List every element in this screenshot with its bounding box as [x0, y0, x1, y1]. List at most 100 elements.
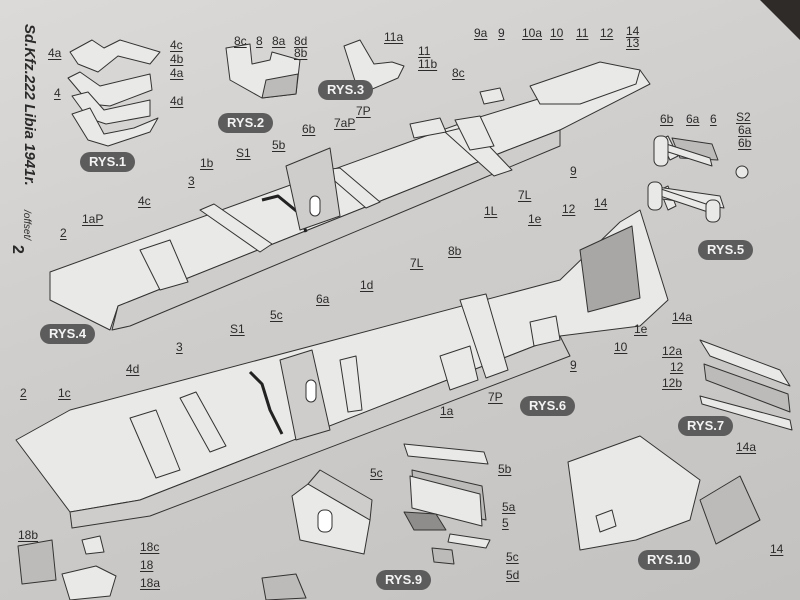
part-label: 14 [626, 24, 640, 38]
part-label: 3 [176, 340, 183, 354]
part-label: 10a [522, 26, 543, 40]
part-label: 4d [170, 94, 184, 108]
part-label: 18c [140, 540, 160, 554]
part-label: 4c [138, 194, 151, 208]
part-label: 9 [498, 26, 505, 40]
part-label: 5c [270, 308, 283, 322]
publisher-note: /offset/ [21, 210, 32, 241]
part-label: 11b [418, 57, 438, 71]
part-label: 7L [410, 256, 424, 270]
part-label: 14a [672, 310, 693, 324]
part-18b [17, 539, 57, 585]
figure-badge-rys9: RYS.9 [376, 570, 432, 590]
part-label: 5d [506, 568, 520, 582]
figure-badge-rys7: RYS.7 [678, 416, 734, 436]
part-rys10 [567, 435, 701, 551]
part-label: S2 [736, 110, 751, 124]
part-label: 13 [626, 36, 640, 50]
part-label: 18a [140, 576, 161, 590]
part-label: 2 [60, 226, 67, 240]
sheet-title-block: Sd.Kfz.222 Libia 1941r. /offset/ [2, 24, 46, 280]
part-label: 3 [188, 174, 195, 188]
figure-badge-rys2: RYS.2 [218, 113, 274, 133]
part-label: 12b [662, 376, 683, 390]
bracket-4d [71, 107, 159, 147]
part-label: 1a [440, 404, 454, 418]
part-label: 9 [570, 358, 577, 372]
part-label: 5b [498, 462, 512, 476]
part-label: 9a [474, 26, 488, 40]
leaf-spring-lower [248, 370, 284, 435]
part-label: 6b [738, 136, 752, 150]
part-label: 10 [550, 26, 564, 40]
part-label: 6b [302, 122, 316, 136]
part-label: 14 [594, 196, 608, 210]
part-label: 8c [234, 34, 247, 48]
bracket-4a [69, 39, 161, 73]
part-label: 5c [506, 550, 519, 564]
part-label: 8b [294, 46, 308, 60]
figure-badge-rys1: RYS.1 [80, 152, 136, 172]
part-label: 4a [48, 46, 62, 60]
part-label: 8c [452, 66, 465, 80]
part-label: 5a [502, 500, 516, 514]
part-label: 6a [686, 112, 700, 126]
sheet-title: Sd.Kfz.222 Libia 1941r. [21, 24, 38, 186]
part-label: 4 [54, 86, 61, 100]
part-label: 5c [370, 466, 383, 480]
part-label: 5 [502, 516, 509, 530]
part-label: S1 [230, 322, 245, 336]
part-label: 2 [20, 386, 27, 400]
part-label: 18 [140, 558, 154, 572]
part-label: 6a [316, 292, 330, 306]
part-label: 7L [518, 188, 532, 202]
part-label: 1aP [82, 212, 104, 226]
part-label: 12a [662, 344, 683, 358]
part-label: 1L [484, 204, 498, 218]
part-label: 1b [200, 156, 214, 170]
part-label: 1e [528, 212, 542, 226]
crossmember-upper [199, 203, 273, 253]
part-label: 6b [660, 112, 674, 126]
part-label: 8a [272, 34, 286, 48]
part-label: S1 [236, 146, 251, 160]
part-label: 6 [710, 112, 717, 126]
part-label: 7aP [334, 116, 356, 130]
part-label: 14a [736, 440, 757, 454]
part-label: 4a [170, 66, 184, 80]
part-label: 4c [170, 38, 183, 52]
part-5 [409, 475, 483, 527]
part-label: 6a [738, 123, 752, 137]
part-label: 8 [256, 34, 263, 48]
figure-badge-rys10: RYS.10 [638, 550, 701, 570]
part-label: 1e [634, 322, 648, 336]
part-label: 8b [448, 244, 462, 258]
part-label: 12 [562, 202, 576, 216]
part-label: 12 [600, 26, 614, 40]
page-number: 2 [9, 245, 26, 254]
part-label: 18b [18, 528, 39, 542]
axle-assembly [647, 135, 749, 223]
part-label: 1c [58, 386, 71, 400]
crossmember-lower [179, 391, 227, 453]
part-5b [403, 443, 489, 465]
part-label: 11 [576, 26, 589, 40]
part-label: 4d [126, 362, 140, 376]
part-label: 8d [294, 34, 308, 48]
part-label: 11 [418, 44, 431, 58]
part-label: 9 [570, 164, 577, 178]
figure-badge-rys6: RYS.6 [520, 396, 576, 416]
part-label: 5b [272, 138, 286, 152]
part-label: 7P [356, 104, 371, 118]
part-label: 11a [384, 30, 404, 44]
part-label: 10 [614, 340, 628, 354]
part-label: 14 [770, 542, 784, 556]
part-label: 7P [488, 390, 503, 404]
part-12 [699, 339, 791, 387]
part-label: 12 [670, 360, 684, 374]
figure-badge-rys4: RYS.4 [40, 324, 96, 344]
part-label: 4b [170, 52, 184, 66]
figure-badge-rys3: RYS.3 [318, 80, 374, 100]
